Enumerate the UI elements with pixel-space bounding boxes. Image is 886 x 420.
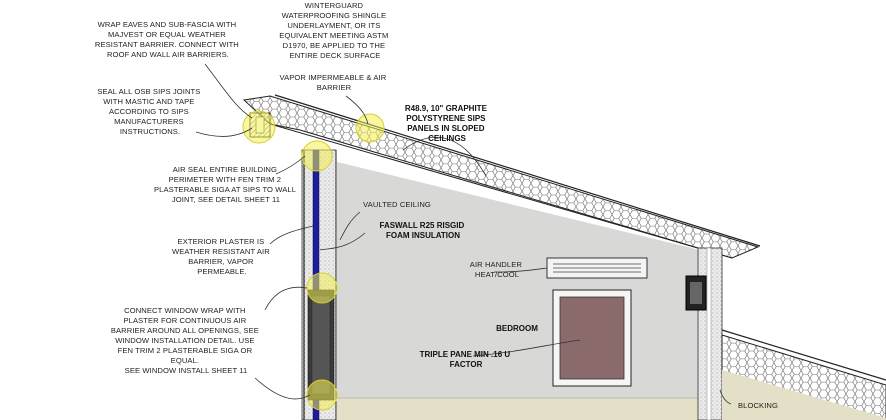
- highlight-eave: [242, 110, 276, 144]
- callout-air-seal: AIR SEAL ENTIRE BUILDING PERIMETER WITH …: [154, 165, 298, 204]
- highlight-window-bottom: [306, 379, 338, 411]
- callout-wrap-eaves: WRAP EAVES AND SUB-FASCIA WITH MAJVEST O…: [95, 20, 241, 59]
- highlight-sips-joint: [301, 140, 333, 172]
- callout-winterguard: WINTERGUARD WATERPROOFING SHINGLE UNDERL…: [279, 1, 390, 60]
- label-bedroom: BEDROOM: [496, 324, 538, 333]
- label-vaulted-ceiling: VAULTED CEILING: [363, 200, 431, 209]
- callout-window-wrap: CONNECT WINDOW WRAP WITH PLASTER FOR CON…: [111, 306, 261, 375]
- callout-faswall: FASWALL R25 RISGID FOAM INSULATION: [380, 221, 467, 240]
- floor-slab: [337, 398, 701, 420]
- lower-roof-panel: [721, 334, 886, 420]
- callout-sips-panels: R48.9, 10" GRAPHITE POLYSTYRENE SIPS PAN…: [405, 104, 489, 143]
- label-blocking: BLOCKING: [738, 401, 778, 410]
- callout-vapor-barrier: VAPOR IMPERMEABLE & AIR BARRIER: [279, 73, 388, 92]
- highlight-window-top: [306, 272, 338, 304]
- callout-triple-pane: TRIPLE PANE MIN .16 U FACTOR: [420, 350, 513, 369]
- highlight-vapor: [355, 113, 385, 143]
- callout-exterior-plaster: EXTERIOR PLASTER IS WEATHER RESISTANT AI…: [172, 237, 272, 276]
- callout-seal-osb: SEAL ALL OSB SIPS JOINTS WITH MASTIC AND…: [97, 87, 202, 136]
- label-air-handler: AIR HANDLER HEAT/COOL: [470, 260, 524, 279]
